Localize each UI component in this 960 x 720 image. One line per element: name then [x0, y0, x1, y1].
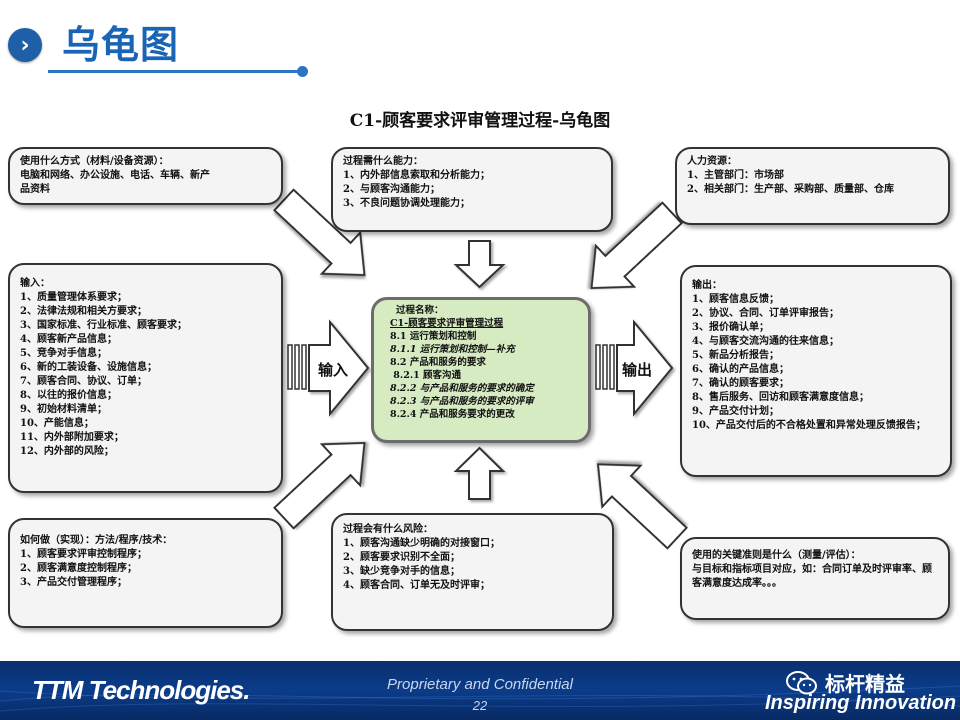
input-line: 2、法律法规和相关方要求； [20, 306, 147, 317]
human-line: 人力资源： [687, 156, 737, 167]
diagram-title: C1-顾客要求评审管理过程-乌龟图 [349, 111, 611, 131]
input-line: 输入： [20, 278, 50, 289]
arrow-risk-to-process [453, 446, 506, 500]
input-line: 10、产能信息； [20, 418, 94, 429]
output-line: 输出： [692, 280, 722, 291]
competence-line: 2、与顾客沟通能力； [343, 184, 440, 195]
process-name: C1-顾客要求评审管理过程 [390, 318, 504, 329]
output-line: 8、售后服务、回访和顾客满意度信息； [692, 392, 869, 403]
risk-box: 过程会有什么风险： 1、顾客沟通缺少明确的对接窗口； 2、顾客要求识别不全面； … [331, 513, 614, 631]
input-line: 8、以往的报价信息； [20, 390, 117, 401]
method-line: 3、产品交付管理程序； [20, 577, 127, 588]
process-heading: 过程名称： [396, 305, 444, 316]
method-line: 1、顾客要求评审控制程序； [20, 549, 147, 560]
risk-line: 4、顾客合同、订单无及时评审； [343, 580, 490, 591]
page-number: 22 [472, 698, 488, 713]
slide-header: › 乌龟图 [0, 0, 960, 95]
method-box: 如何做（实现）：方法/程序/技术： 1、顾客要求评审控制程序； 2、顾客满意度控… [8, 518, 283, 628]
title-underline-dot [297, 66, 308, 77]
output-line: 6、确认的产品信息； [692, 364, 789, 375]
competence-line: 3、不良问题协调处理能力； [343, 198, 470, 209]
input-line: 1、质量管理体系要求； [20, 292, 127, 303]
arrow-method-to-process [273, 441, 366, 530]
output-box: 输出： 1、顾客信息反馈； 2、协议、合同、订单评审报告； 3、报价确认单； 4… [680, 265, 952, 477]
process-item: 8.1.1 运行策划和控制—补充 [390, 344, 515, 355]
process-item: 8.2.1 顾客沟通 [390, 370, 462, 381]
resources-line: 品资料 [20, 184, 50, 195]
risk-line: 过程会有什么风险： [343, 524, 433, 535]
input-line: 9、初始材料清单； [20, 404, 107, 415]
competence-line: 1、内外部信息索取和分析能力； [343, 170, 490, 181]
output-arrow-label: 输出 [622, 361, 653, 379]
arrow-criteria-to-process [596, 463, 688, 550]
process-item: 8.2 产品和服务的要求 [390, 357, 486, 368]
risk-line: 1、顾客沟通缺少明确的对接窗口； [343, 538, 500, 549]
arrow-competence-to-process [453, 240, 506, 289]
arrow-resources-to-process [273, 188, 366, 277]
arrow-input [287, 319, 370, 417]
input-arrow-label: 输入 [318, 361, 349, 379]
resources-line: 电脑和网络、办公设施、电话、车辆、新产 [20, 170, 210, 181]
tagline: Inspiring Innovation [765, 692, 957, 714]
process-item: 8.2.2 与产品和服务的要求的确定 [390, 383, 534, 394]
brand-name: 标杆精益 [825, 672, 905, 696]
output-line: 1、顾客信息反馈； [692, 294, 779, 305]
input-box: 输入： 1、质量管理体系要求； 2、法律法规和相关方要求； 3、国家标准、行业标… [8, 263, 283, 493]
input-line: 7、顾客合同、协议、订单； [20, 376, 147, 387]
diagram-arrows [273, 188, 688, 550]
risk-line: 3、缺少竞争对手的信息； [343, 566, 460, 577]
footer-decoration [0, 685, 960, 712]
confidential-notice: Proprietary and Confidential [387, 676, 573, 693]
method-line: 2、顾客满意度控制程序； [20, 563, 137, 574]
process-item: 8.2.3 与产品和服务的要求的评审 [390, 396, 534, 407]
resources-box: 使用什么方式（材料/设备资源）： 电脑和网络、办公设施、电话、车辆、新产 品资料 [8, 147, 283, 205]
method-line: 如何做（实现）：方法/程序/技术： [20, 535, 173, 546]
input-line: 3、国家标准、行业标准、顾客要求； [20, 320, 187, 331]
brand-row: 标杆精益 [785, 668, 905, 697]
output-line: 7、确认的顾客要求； [692, 378, 789, 389]
input-line: 5、竞争对手信息； [20, 348, 107, 359]
competence-box: 过程需什么能力： 1、内外部信息索取和分析能力； 2、与顾客沟通能力； 3、不良… [331, 147, 613, 232]
criteria-box: 使用的关键准则是什么（测量/评估）： 与目标和指标项目对应，如：合同订单及时评审… [680, 537, 950, 620]
chevron-right-icon[interactable]: › [8, 28, 42, 62]
process-item: 8.1 运行策划和控制 [390, 331, 477, 342]
footer: TTM Technologies. Proprietary and Confid… [0, 661, 960, 720]
arrow-human-to-process [590, 201, 683, 290]
output-line: 4、与顾客交流沟通的往来信息； [692, 336, 839, 347]
process-box: 过程名称： C1-顾客要求评审管理过程 8.1 运行策划和控制 8.1.1 运行… [371, 297, 591, 443]
output-line: 9、产品交付计划； [692, 406, 779, 417]
input-line: 12、内外部的风险； [20, 446, 114, 457]
human-resources-box: 人力资源： 1、主管部门：市场部 2、相关部门：生产部、采购部、质量部、仓库 [675, 147, 950, 225]
resources-line: 使用什么方式（材料/设备资源）： [20, 156, 169, 167]
output-line: 3、报价确认单； [692, 322, 769, 333]
slide-title: 乌龟图 [62, 23, 180, 67]
human-line: 1、主管部门：市场部 [687, 170, 784, 181]
output-line: 10、产品交付后的不合格处置和异常处理反馈报告； [692, 420, 926, 431]
arrow-output [595, 319, 674, 417]
human-line: 2、相关部门：生产部、采购部、质量部、仓库 [687, 184, 894, 195]
input-line: 4、顾客新产品信息； [20, 334, 117, 345]
process-item: 8.2.4 产品和服务要求的更改 [390, 409, 515, 420]
risk-line: 2、顾客要求识别不全面； [343, 552, 460, 563]
criteria-line: 使用的关键准则是什么（测量/评估）： [692, 550, 861, 561]
output-line: 2、协议、合同、订单评审报告； [692, 308, 839, 319]
criteria-line: 与目标和指标项目对应，如：合同订单及时评审率、顾客满意度达成率。。。 [692, 564, 932, 589]
wechat-icon [786, 670, 817, 694]
competence-line: 过程需什么能力： [343, 156, 423, 167]
input-line: 11、内外部附加要求； [20, 432, 124, 443]
title-underline [48, 70, 304, 73]
company-logo: TTM Technologies. [32, 675, 250, 705]
input-line: 6、新的工装设备、设施信息； [20, 362, 157, 373]
output-line: 5、新品分析报告； [692, 350, 779, 361]
